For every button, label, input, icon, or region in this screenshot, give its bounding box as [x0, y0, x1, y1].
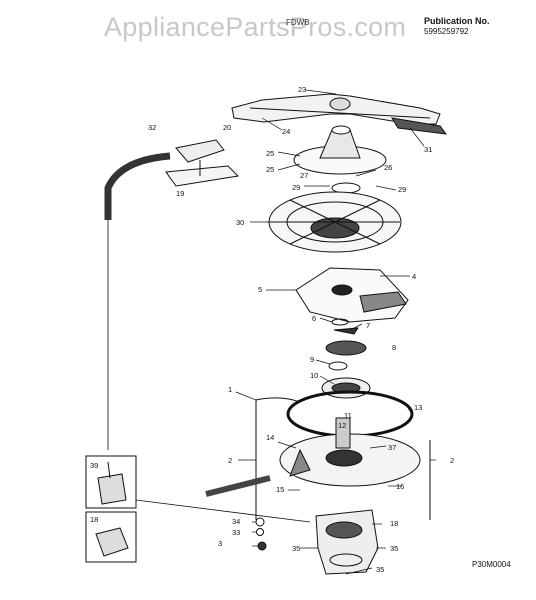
callout-30: 30	[236, 218, 244, 227]
inlet-hose-part[interactable]	[205, 475, 271, 497]
callout-37: 37	[388, 443, 396, 452]
callout-35b: 35	[390, 544, 398, 553]
callout-9: 9	[310, 355, 314, 364]
publication-number: 5995259792	[424, 27, 469, 36]
model-code: FDWB	[286, 18, 310, 27]
callout-12: 12	[338, 421, 346, 430]
lower-wash-arm-part[interactable]	[268, 191, 402, 253]
callout-25a: 25	[266, 149, 274, 158]
inset-box-bottom	[85, 511, 137, 563]
screw-set-part[interactable]	[255, 517, 267, 551]
callout-31: 31	[424, 145, 432, 154]
nut-part[interactable]	[328, 361, 348, 371]
upper-spray-arm-part[interactable]	[231, 93, 448, 135]
callout-23: 23	[298, 85, 306, 94]
callout-18a: 18	[90, 515, 98, 524]
callout-25b: 25	[266, 165, 274, 174]
callout-18b: 18	[390, 519, 398, 528]
callout-5: 5	[258, 285, 262, 294]
callout-10: 10	[310, 371, 318, 380]
valve-bracket-part[interactable]	[165, 139, 240, 187]
callout-39: 39	[90, 461, 98, 470]
callout-1: 1	[228, 385, 232, 394]
callout-20: 20	[223, 123, 231, 132]
watermark-text: AppliancePartsPros.com	[104, 12, 407, 42]
clip-part[interactable]	[333, 327, 359, 335]
callout-3: 3	[218, 539, 222, 548]
callout-27: 27	[300, 171, 308, 180]
motor-assembly-part[interactable]	[315, 509, 379, 575]
publication-label: Publication No.	[424, 16, 490, 26]
callout-33: 33	[232, 528, 240, 537]
callout-29a: 29	[292, 183, 300, 192]
callout-15: 15	[276, 485, 284, 494]
inset-part-16[interactable]	[95, 527, 129, 557]
callout-24: 24	[282, 127, 290, 136]
callout-13: 13	[414, 403, 422, 412]
callout-32: 32	[148, 123, 156, 132]
callout-2b: 2	[450, 456, 454, 465]
callout-35c: 35	[376, 565, 384, 574]
callout-6: 6	[312, 314, 316, 323]
impeller-part[interactable]	[325, 340, 367, 356]
filter-screen-part[interactable]	[295, 267, 409, 323]
sump-assembly-part[interactable]	[279, 417, 421, 487]
drain-hose-part[interactable]	[104, 152, 171, 220]
spray-shield-part[interactable]	[293, 125, 387, 175]
callout-29b: 29	[398, 185, 406, 194]
callout-26: 26	[384, 163, 392, 172]
callout-4: 4	[412, 272, 416, 281]
callout-19: 19	[176, 189, 184, 198]
callout-34: 34	[232, 517, 240, 526]
callout-16a: 16	[396, 482, 404, 491]
inset-box-top	[85, 455, 137, 509]
seal-ring-part[interactable]	[331, 182, 361, 194]
callout-11: 11	[344, 411, 352, 420]
callout-2a: 2	[228, 456, 232, 465]
inset-part-39[interactable]	[97, 461, 127, 505]
callout-7: 7	[366, 321, 370, 330]
callout-14: 14	[266, 433, 274, 442]
callout-8: 8	[392, 343, 396, 352]
callout-35a: 35	[292, 544, 300, 553]
diagram-code: P30M0004	[472, 560, 511, 569]
